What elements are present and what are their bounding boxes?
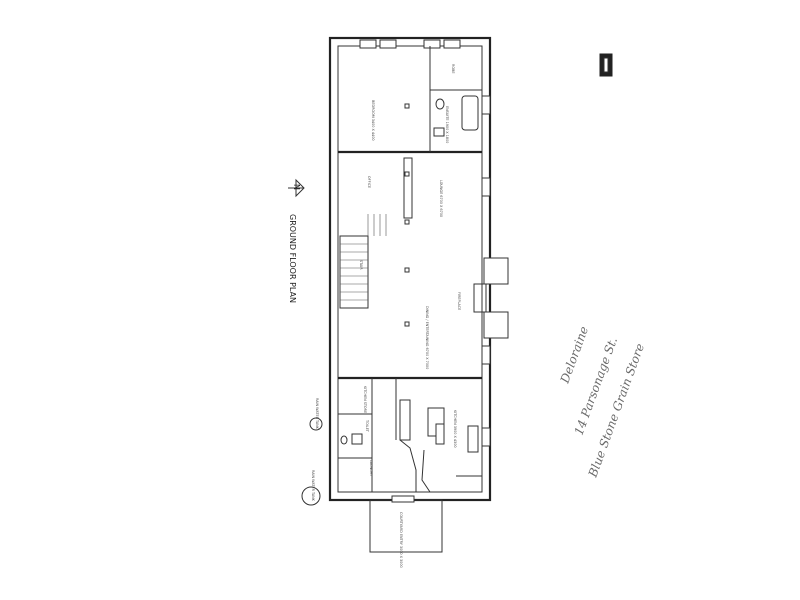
plan-title: GROUND FLOOR PLAN: [288, 214, 297, 303]
tank-circle-a: [309, 417, 323, 431]
label-lounge: LOUNGE 6700 X 6700: [439, 180, 443, 217]
label-laundry: LAUNDRY: [369, 460, 373, 477]
label-robe: ROBE: [451, 64, 455, 74]
label-courtyard: COURTYARD ENTRY 3000 X 3000: [399, 512, 403, 568]
courtyard-entry: [369, 495, 443, 553]
top-windows: [359, 39, 461, 49]
tank-circle-b: [301, 486, 321, 506]
label-office: OFFICE: [367, 176, 371, 188]
light-points: [404, 103, 410, 327]
label-stair: STAIR: [359, 260, 363, 270]
label-dining: DINING / ENTERTAINING 6700 X 7000: [425, 306, 429, 369]
handwritten-note: Blue Stone Grain Store 14 Parsonage St. …: [557, 324, 647, 479]
label-kitchen: KITCHEN 3900 X 4300: [453, 410, 457, 448]
staircase: [339, 214, 387, 309]
room-labels: BEDROOM 3400 X 4400 ROBE ENSUITE 1900 X …: [311, 64, 461, 568]
label-kitchen-store: KITCHEN STORE: [363, 386, 367, 413]
north-label: N: [292, 184, 301, 190]
label-ensuite: ENSUITE 1900 X 1800: [445, 106, 449, 143]
right-wall-features: [473, 95, 509, 447]
scan-mark: [599, 53, 613, 77]
fixtures: [340, 95, 479, 453]
label-tank-b: RAIN WATER TANK: [311, 470, 315, 502]
label-bedroom: BEDROOM 3400 X 4400: [371, 100, 375, 141]
water-tanks: [301, 417, 323, 506]
label-tank-a: RAIN WATER TANK: [315, 398, 319, 430]
partitions: [338, 46, 482, 493]
handwritten-line-3: Deloraine: [557, 324, 591, 385]
north-arrow: N: [288, 178, 305, 198]
label-fireplace: FIREPLACE: [457, 292, 461, 310]
label-toilet: TOILET: [365, 419, 369, 433]
handwritten-line-1: Blue Stone Grain Store: [585, 342, 647, 480]
